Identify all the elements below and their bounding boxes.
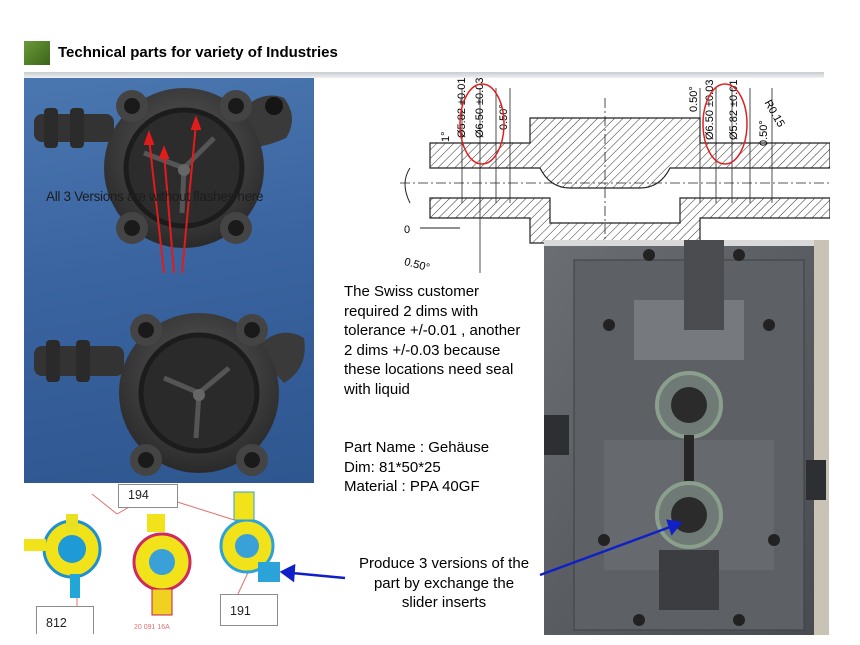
- tolerance-highlight-right: [702, 83, 748, 165]
- produce-line: Produce 3 versions of the: [358, 555, 530, 572]
- cad-label-box: [118, 484, 178, 508]
- housing-top: [34, 88, 293, 248]
- cad-label-194: 194: [128, 488, 149, 502]
- flash-arrows: [143, 115, 202, 274]
- header-accent-square: [24, 41, 50, 65]
- produce-line: part by exchange the: [373, 574, 515, 592]
- housing-bottom: [34, 313, 305, 476]
- desc-line: with liquid: [344, 380, 410, 398]
- cad-part-left: [24, 514, 102, 598]
- produce-line: slider inserts: [401, 594, 487, 611]
- cad-renders: 194 812 191 20 091 16A: [22, 484, 317, 634]
- desc-line: tolerance +/-0.01 , another: [344, 322, 521, 339]
- cross-section: [400, 98, 830, 244]
- cad-part-right: [219, 491, 280, 582]
- mold-photo: [544, 240, 829, 635]
- cad-part-middle: [132, 514, 192, 616]
- side-label: 0: [404, 224, 411, 236]
- header-divider: [24, 72, 824, 78]
- desc-line: 2 dims +/-0.03 because: [344, 341, 501, 359]
- technical-drawing: Ø5.82 ±0.01 Ø6.50 ±0.03 0.50° 0.50° Ø6.5…: [400, 78, 830, 273]
- desc-line: these locations need seal: [344, 361, 514, 378]
- part-dim: Dim: 81*50*25: [344, 458, 441, 476]
- part-info: Part Name : Gehäuse Dim: 81*50*25 Materi…: [344, 438, 544, 497]
- page-title: Technical parts for variety of Industrie…: [58, 44, 338, 61]
- tolerance-highlight-left: [459, 83, 505, 165]
- desc-line: required 2 dims with: [344, 302, 479, 320]
- part-name: Part Name : Gehäuse: [344, 439, 490, 456]
- cad-label-box: [36, 606, 94, 634]
- tolerance-description: The Swiss customer required 2 dims with …: [344, 282, 544, 399]
- cad-label-812: 812: [46, 616, 67, 630]
- produce-caption: Produce 3 versions of the part by exchan…: [344, 554, 544, 613]
- dimension-lines: [461, 88, 773, 273]
- part-material: Material : PPA 40GF: [344, 478, 480, 495]
- cad-label-191: 191: [230, 604, 251, 618]
- photo-caption: All 3 Versions are without flashes here: [46, 189, 264, 204]
- desc-line: The Swiss customer: [344, 283, 480, 300]
- cad-faint-label: 20 091 16A: [134, 624, 170, 631]
- parts-photo: [24, 78, 314, 483]
- cad-label-box: [220, 594, 278, 626]
